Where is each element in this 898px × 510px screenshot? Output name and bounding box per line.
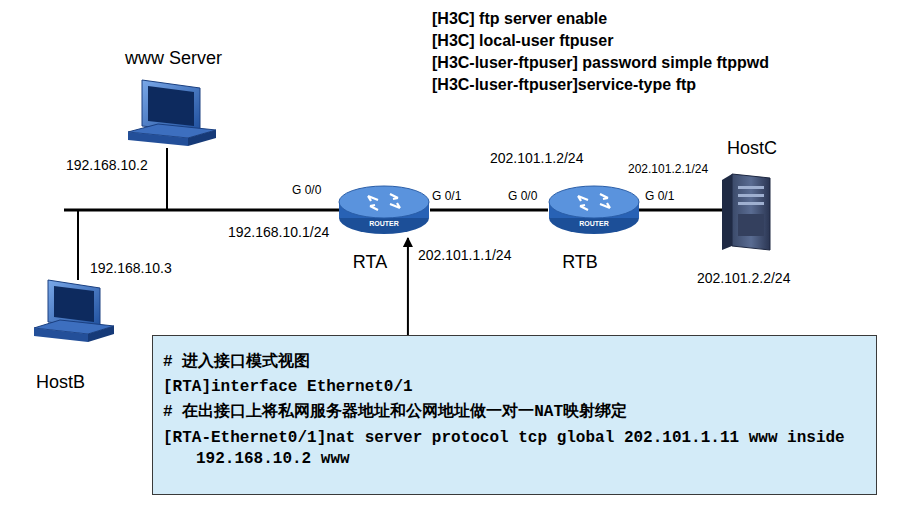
config-line: # 在出接口上将私网服务器地址和公网地址做一对一NAT映射绑定 xyxy=(163,400,866,425)
annotation-label: 202.101.2.2/24 xyxy=(697,270,790,286)
router-node: ROUTERRTB xyxy=(548,184,640,236)
config-line: [RTA-Ethernet0/1]nat server protocol tcp… xyxy=(163,428,853,470)
pc-icon xyxy=(34,280,114,342)
rtb-hostc-link xyxy=(638,209,724,212)
annotation-label: G 0/0 xyxy=(292,184,321,198)
link-line xyxy=(430,209,548,212)
annotation-label: 192.168.10.3 xyxy=(90,260,172,276)
router-icon xyxy=(548,184,640,236)
router-name: RTB xyxy=(548,252,612,273)
router-name: RTA xyxy=(338,252,402,273)
pc-icon xyxy=(128,80,216,146)
annotation-label: G 0/1 xyxy=(432,190,461,204)
annotation-label: 202.101.1.1/24 xyxy=(418,247,511,263)
router-node: ROUTERRTA xyxy=(338,184,430,236)
annotation-label: HostB xyxy=(36,372,85,393)
annotation-label: G 0/1 xyxy=(645,190,674,204)
config-line: # 进入接口模式视图 xyxy=(163,350,866,375)
annotation-label: G 0/0 xyxy=(508,190,537,204)
annotation-label: 192.168.10.2 xyxy=(66,157,148,173)
config-line: [RTA]interface Ethernet0/1 xyxy=(163,375,866,400)
annotation-label: HostC xyxy=(727,138,777,159)
annotation-label: [H3C] local-user ftpuser xyxy=(432,32,613,50)
server-drop xyxy=(166,148,168,210)
annotation-label: 192.168.10.1/24 xyxy=(228,224,329,240)
lan-bus xyxy=(64,209,340,212)
config-callout-box: # 进入接口模式视图[RTA]interface Ethernet0/1# 在出… xyxy=(152,335,877,495)
router-caption: ROUTER xyxy=(548,220,640,227)
annotation-label: [H3C-luser-ftpuser]service-type ftp xyxy=(432,76,696,94)
annotation-label: [H3C-luser-ftpuser] password simple ftpp… xyxy=(432,54,769,72)
pointer-arrow xyxy=(407,238,409,335)
router-caption: ROUTER xyxy=(338,220,430,227)
annotation-label: [H3C] ftp server enable xyxy=(432,10,607,28)
hostb-drop xyxy=(77,210,79,280)
annotation-label: 202.101.2.1/24 xyxy=(628,163,708,177)
server-icon xyxy=(722,174,770,250)
annotation-label: www Server xyxy=(125,48,222,69)
router-icon xyxy=(338,184,430,236)
annotation-label: 202.101.1.2/24 xyxy=(490,150,583,166)
